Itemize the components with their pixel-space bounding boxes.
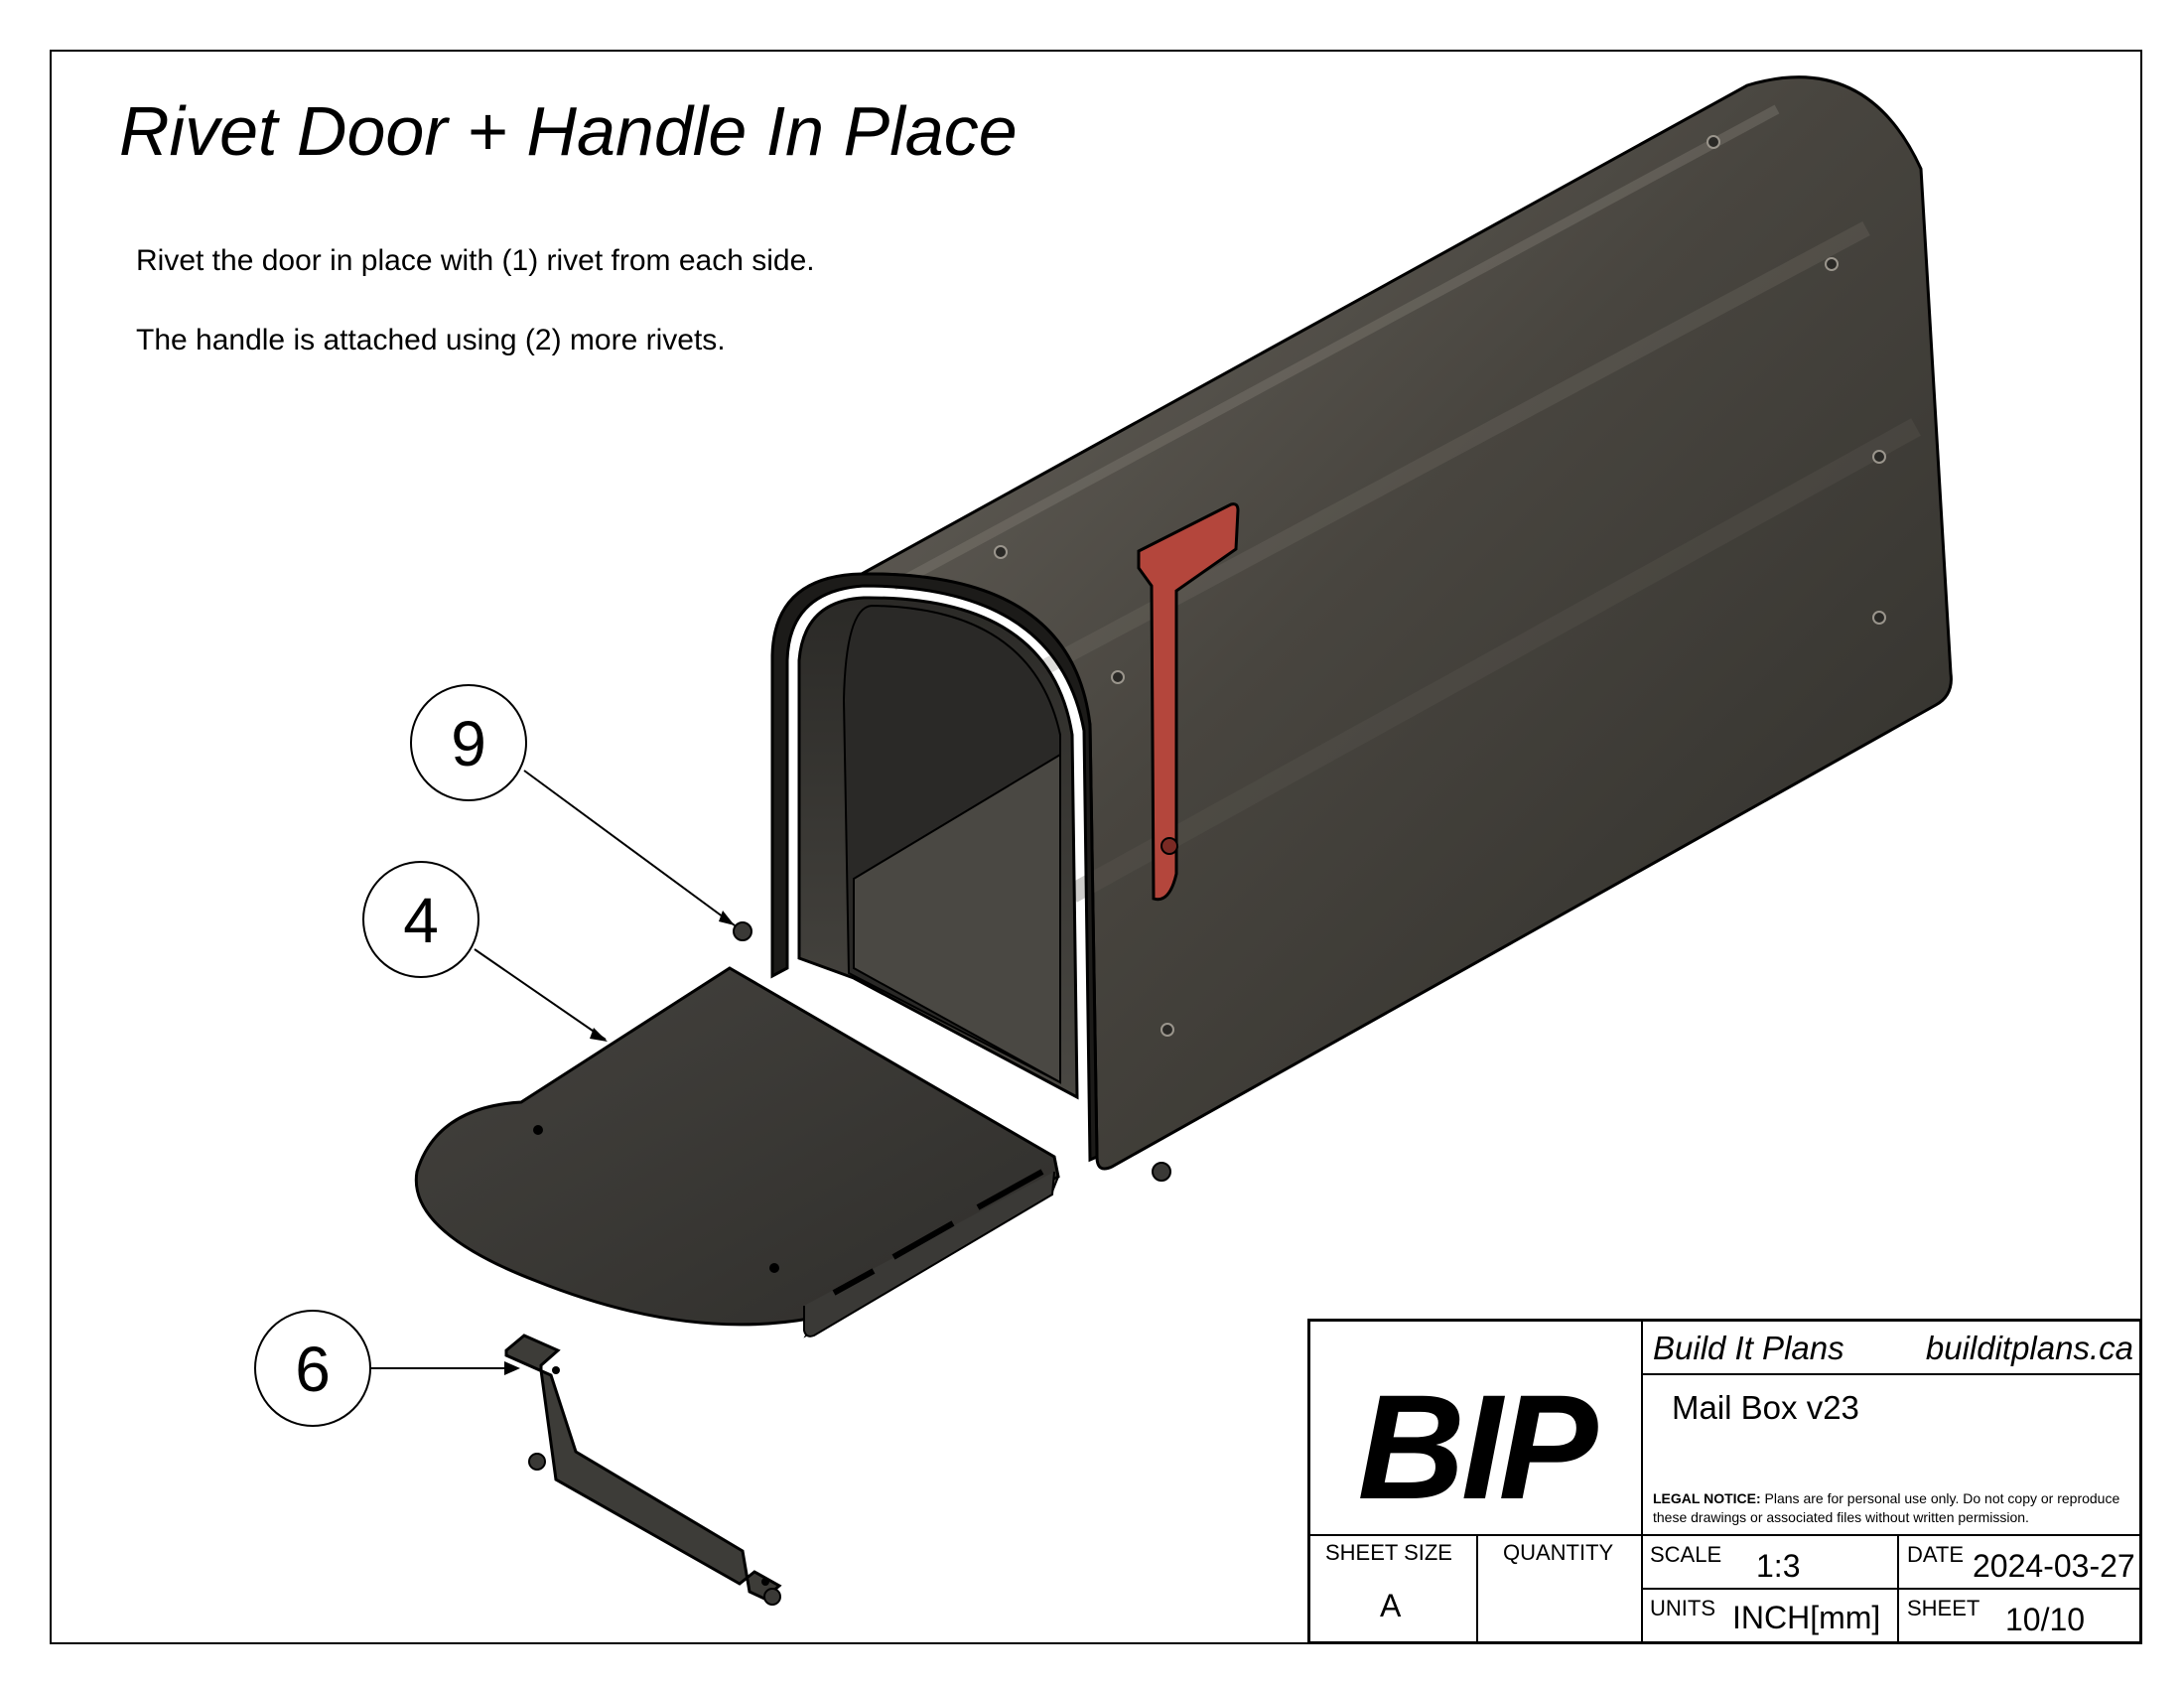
callout-label-9: 9 — [451, 708, 486, 779]
rivet-part — [733, 921, 1171, 1182]
legal-notice: LEGAL NOTICE: Plans are for personal use… — [1653, 1489, 2139, 1527]
website: builditplans.ca — [1925, 1330, 2133, 1366]
scale-value: 1:3 — [1756, 1548, 1801, 1584]
mailbox-flag — [1137, 502, 1240, 902]
quantity-label: QUANTITY — [1503, 1540, 1614, 1565]
tb-divider — [1310, 1534, 2139, 1536]
mailbox-front-opening — [770, 572, 1099, 1163]
callout-9: 9 — [410, 684, 736, 926]
callout-4: 4 — [362, 861, 608, 1042]
instruction-2: The handle is attached using (2) more ri… — [136, 324, 726, 356]
sheet-title: Rivet Door + Handle In Place — [119, 92, 1018, 170]
date-label: DATE — [1907, 1542, 1965, 1567]
company-name: Build It Plans — [1653, 1330, 1844, 1366]
units-label: UNITS — [1650, 1596, 1715, 1620]
callout-6: 6 — [254, 1310, 520, 1427]
sheet-size-label: SHEET SIZE — [1325, 1540, 1452, 1565]
callout-label-6: 6 — [295, 1334, 331, 1405]
legal-notice-text: Plans are for personal use only. Do not … — [1653, 1490, 2120, 1525]
instruction-1: Rivet the door in place with (1) rivet f… — [136, 244, 815, 277]
project-name: Mail Box v23 — [1672, 1389, 1859, 1426]
mailbox-door — [414, 966, 1060, 1338]
scale-label: SCALE — [1650, 1542, 1722, 1567]
legal-notice-label: LEGAL NOTICE: — [1653, 1490, 1761, 1506]
tb-divider — [1897, 1534, 1899, 1641]
title-block: BIP Build It Plans builditplans.ca Mail … — [1307, 1319, 2142, 1644]
date-value: 2024-03-27 — [1973, 1548, 2135, 1584]
units-value: INCH[mm] — [1732, 1600, 1881, 1635]
door-handle — [504, 1334, 782, 1606]
tb-divider — [1476, 1534, 1478, 1641]
tb-divider — [1641, 1588, 2139, 1590]
drawing-border — [50, 50, 2142, 1644]
sheet-size-value: A — [1380, 1588, 1402, 1623]
callout-label-4: 4 — [403, 885, 439, 956]
mailbox-body — [861, 75, 1953, 1171]
sheet-label: SHEET — [1907, 1596, 1980, 1620]
tb-divider — [1641, 1322, 1643, 1641]
tb-divider — [1641, 1373, 2139, 1375]
bip-logo: BIP — [1357, 1363, 1597, 1530]
sheet-number: 10/10 — [2005, 1602, 2086, 1637]
